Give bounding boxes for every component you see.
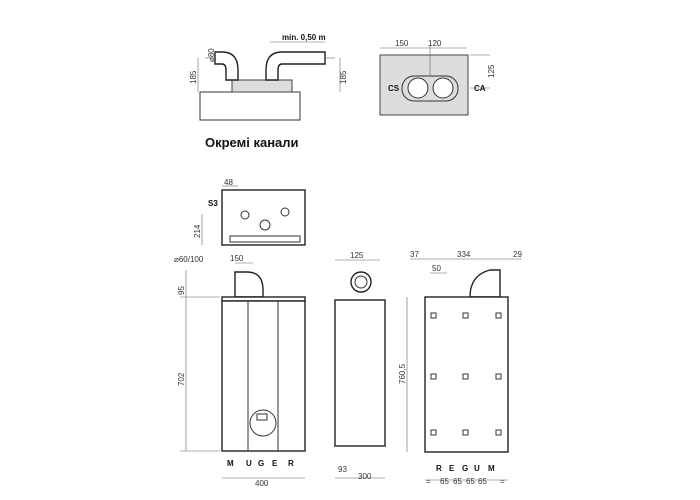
left-elbow xyxy=(214,51,239,81)
boiler-underside xyxy=(221,189,306,246)
connection-e: E xyxy=(272,459,278,468)
spacing-5: = xyxy=(500,477,505,486)
dim-95: 95 xyxy=(177,286,186,295)
dim-37: 37 xyxy=(410,250,419,259)
wall-section xyxy=(199,91,301,121)
connection-e-back: E xyxy=(449,464,455,473)
label-s3: S3 xyxy=(208,199,218,208)
flue-diameter: ⌀60/100 xyxy=(174,255,204,264)
adapter xyxy=(231,79,293,93)
spacing-4: 65 xyxy=(478,477,487,486)
connection-g: G xyxy=(258,459,264,468)
height-left-label: 185 xyxy=(189,70,198,84)
spacing-2: 65 xyxy=(453,477,462,486)
label-cs: CS xyxy=(388,84,400,93)
boiler-casing xyxy=(221,300,306,452)
pipe-diameter-label: ⌀80 xyxy=(207,48,216,62)
coaxial-flue xyxy=(234,271,264,298)
dim-150: 150 xyxy=(395,39,409,48)
label-ca: CA xyxy=(474,84,486,93)
dim-760-5: 760,5 xyxy=(398,363,407,384)
dim-29: 29 xyxy=(513,250,522,259)
dim-125: 125 xyxy=(487,64,496,78)
flue-section xyxy=(350,271,372,293)
dim-400: 400 xyxy=(255,479,269,488)
spacing-0: = xyxy=(426,477,431,486)
min-distance-label: min. 0,50 m xyxy=(282,33,326,42)
right-elbow xyxy=(265,51,326,81)
dim-702: 702 xyxy=(177,372,186,386)
dim-300: 300 xyxy=(358,472,372,481)
connection-u-back: U xyxy=(474,464,480,473)
boiler-back-view: 37 334 29 50 760,5 R E G U M = 65 65 65 … xyxy=(398,250,522,486)
dim-214: 214 xyxy=(193,224,202,238)
boiler-side-view: 125 93 300 xyxy=(334,251,386,481)
connection-m-back: M xyxy=(488,464,495,473)
dim-334: 334 xyxy=(457,250,471,259)
dim-125-side: 125 xyxy=(350,251,364,260)
height-right-label: 185 xyxy=(339,70,348,84)
separate-flue-diagram: min. 0,50 m ⌀80 185 185 xyxy=(189,33,348,121)
top-plan-diagram: 150 120 125 CS CA xyxy=(379,39,496,116)
connection-g-back: G xyxy=(462,464,468,473)
connection-u: U xyxy=(246,459,252,468)
rear-flue xyxy=(469,269,501,298)
boiler-top-view: 48 S3 214 xyxy=(193,178,306,246)
dim-120: 120 xyxy=(428,39,442,48)
spacing-1: 65 xyxy=(440,477,449,486)
dim-50: 50 xyxy=(432,264,441,273)
connection-m: M xyxy=(227,459,234,468)
dim-150-front: 150 xyxy=(230,254,244,263)
connection-r-back: R xyxy=(436,464,442,473)
dim-93: 93 xyxy=(338,465,347,474)
section-title: Окремі канали xyxy=(205,135,299,150)
control-panel xyxy=(249,409,277,437)
boiler-front-view: ⌀60/100 150 95 702 400 M U G E R xyxy=(174,254,306,488)
spacing-3: 65 xyxy=(466,477,475,486)
connection-r: R xyxy=(288,459,294,468)
dim-48: 48 xyxy=(224,178,233,187)
side-casing xyxy=(334,299,386,447)
